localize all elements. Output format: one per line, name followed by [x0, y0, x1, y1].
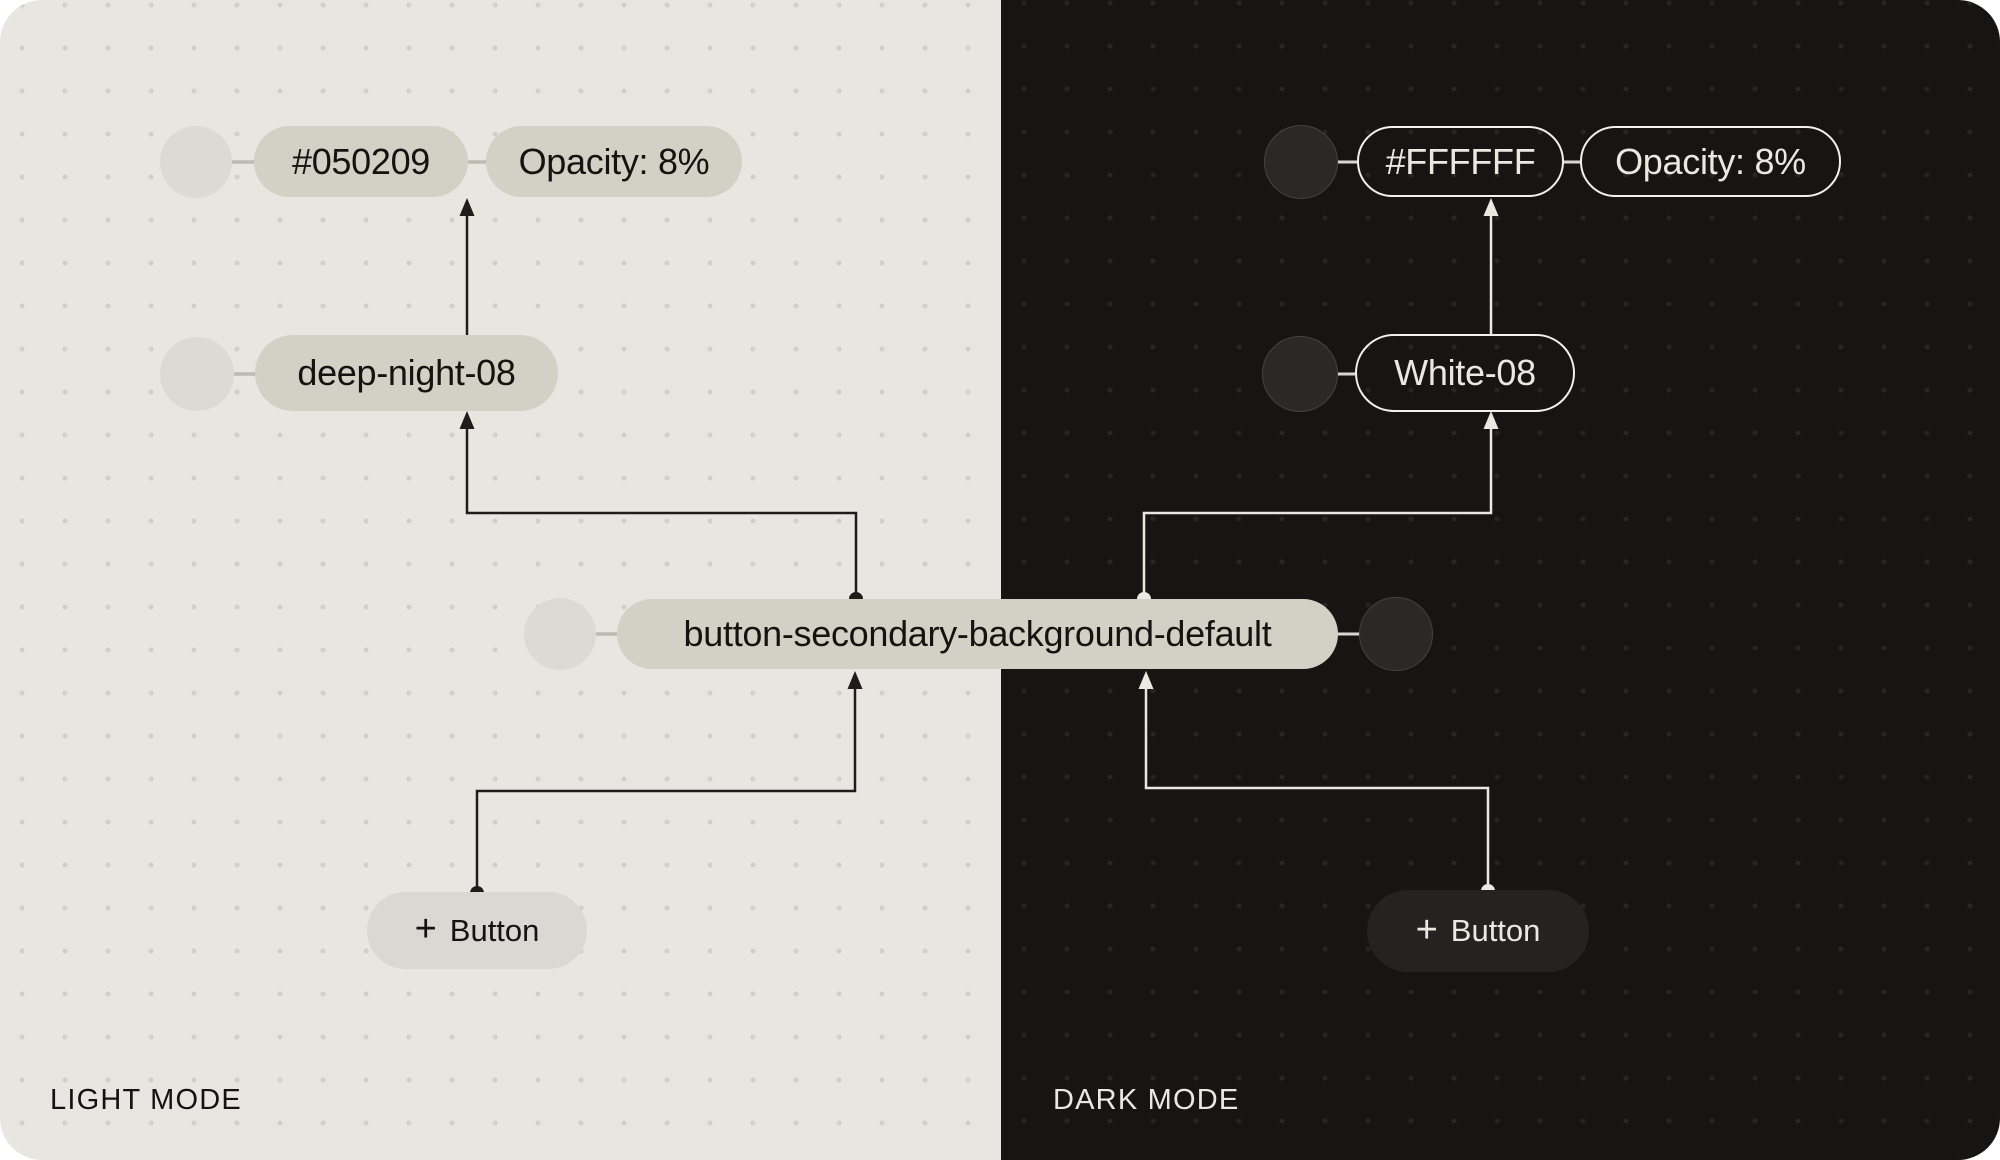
button-label: Button	[449, 912, 540, 948]
dark-mode-label: DARK MODE	[1053, 1084, 1240, 1116]
chip-label: #FFFFFF	[1385, 140, 1536, 182]
swatch-circle-hex-dark	[1264, 125, 1338, 199]
hex-value-chip-light[interactable]: #050209	[254, 126, 468, 197]
chip-label: button-secondary-background-default	[683, 613, 1272, 654]
chip-label: deep-night-08	[297, 352, 516, 393]
opacity-chip-dark[interactable]: Opacity: 8%	[1580, 126, 1841, 197]
chip-label: White-08	[1394, 352, 1536, 393]
button-component-light[interactable]: + Button	[367, 892, 587, 969]
swatch-circle-hex-light	[160, 126, 232, 198]
swatch-circle-primitive-light	[160, 337, 234, 411]
primitive-token-chip-light[interactable]: deep-night-08	[255, 335, 558, 411]
button-component-dark[interactable]: + Button	[1367, 890, 1589, 972]
button-label: Button	[1450, 913, 1541, 948]
swatch-circle-token-dark	[1359, 597, 1433, 671]
light-mode-label: LIGHT MODE	[50, 1084, 242, 1116]
swatch-circle-token-light	[524, 598, 596, 670]
opacity-chip-light[interactable]: Opacity: 8%	[486, 126, 742, 197]
semantic-token-chip[interactable]: button-secondary-background-default	[617, 599, 1338, 669]
chip-label: Opacity: 8%	[518, 140, 710, 182]
chip-label: #050209	[291, 140, 431, 182]
hex-value-chip-dark[interactable]: #FFFFFF	[1357, 126, 1564, 197]
chip-label: Opacity: 8%	[1615, 140, 1806, 182]
swatch-circle-primitive-dark	[1262, 336, 1338, 412]
primitive-token-chip-dark[interactable]: White-08	[1355, 334, 1575, 412]
